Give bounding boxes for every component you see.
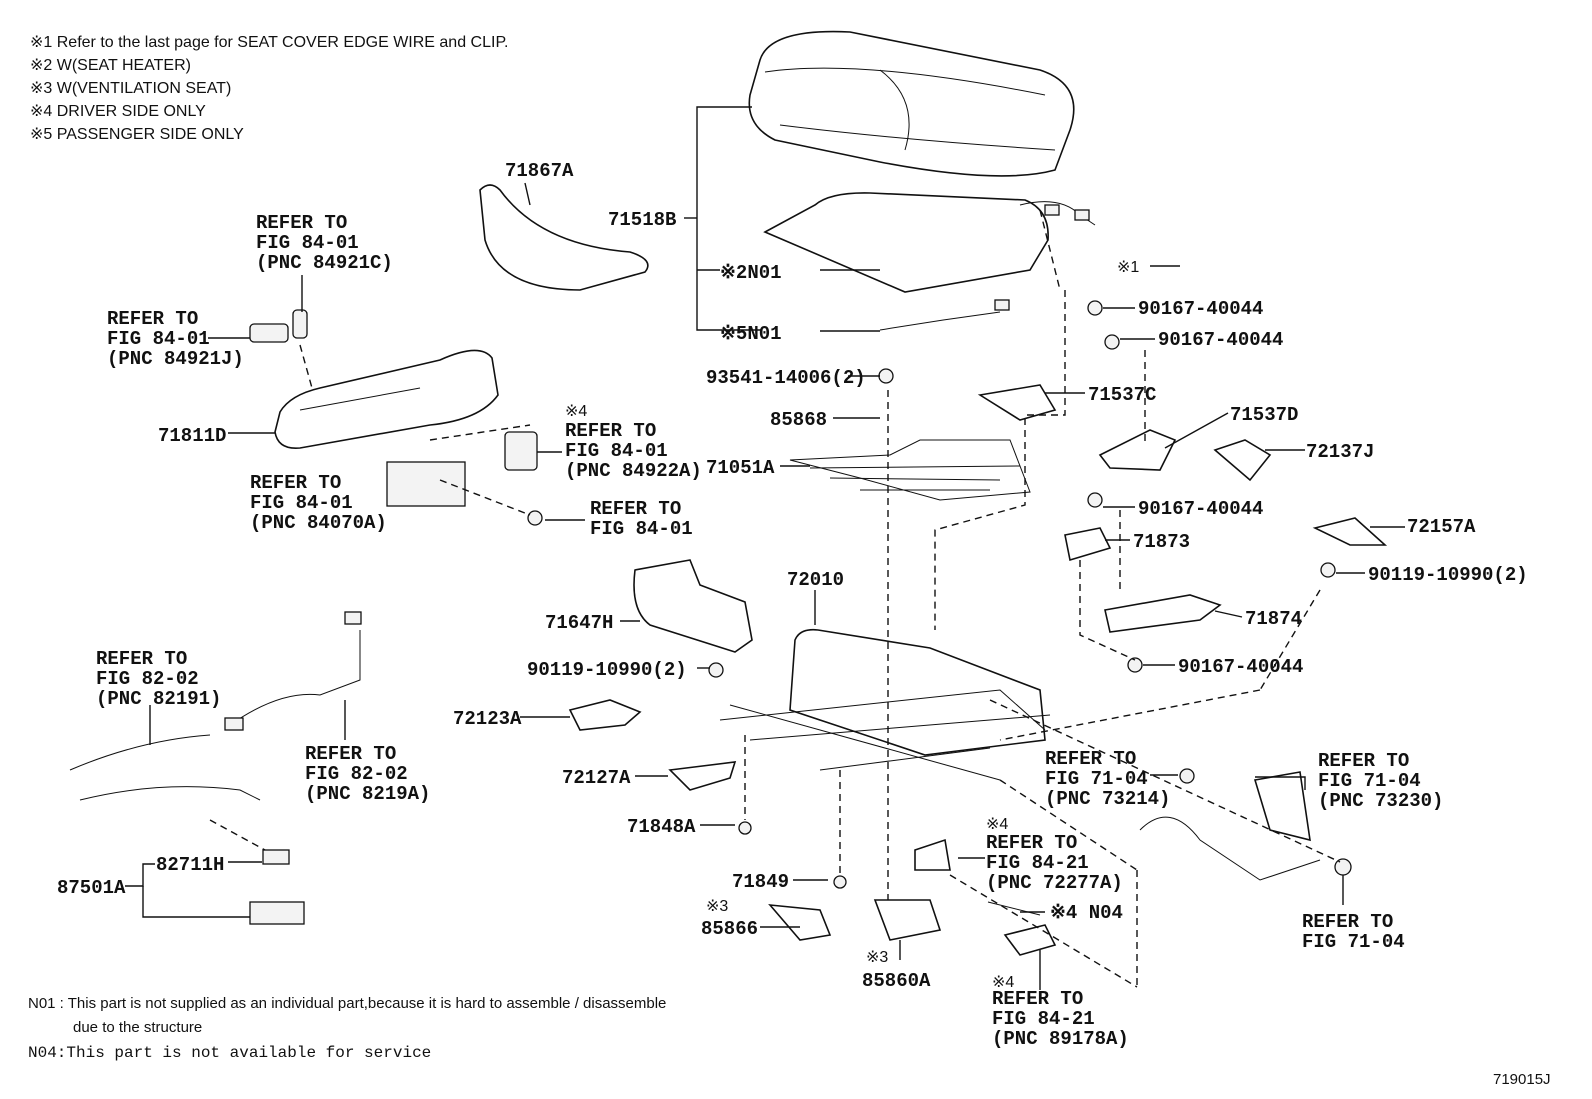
occupant-sensor-drawing [879, 299, 1010, 331]
seat-spring-drawing [789, 439, 1031, 501]
ref-84921J-line1: REFER TO [107, 308, 198, 330]
label-71874: 71874 [1245, 608, 1302, 630]
ref-72277A-line1: ※4 [986, 816, 1008, 833]
misc-parts-drawing [69, 300, 1388, 956]
footnotes: N01 : This part is not supplied as an in… [28, 995, 1551, 1088]
label-87501A: 87501A [57, 877, 126, 899]
label-90167-40044-c: 90167-40044 [1138, 498, 1263, 520]
ref-71-04-line1: REFER TO [1302, 911, 1393, 933]
label-71848A: 71848A [627, 816, 696, 838]
ref-82191-line2: FIG 82-02 [96, 668, 199, 690]
label-71811D: 71811D [158, 425, 226, 447]
label-90167-40044-a: 90167-40044 [1138, 298, 1263, 320]
ref-72277A-line2: REFER TO [986, 832, 1077, 854]
ref-71-04-line2: FIG 71-04 [1302, 931, 1405, 953]
ref-89178A-line2: REFER TO [992, 988, 1083, 1010]
label-71537D: 71537D [1230, 404, 1298, 426]
ref-72277A-line3: FIG 84-21 [986, 852, 1089, 874]
label-85860A-note: ※3 [866, 949, 888, 966]
seat-heater-drawing [763, 192, 1096, 293]
ref-73214-line3: (PNC 73214) [1045, 788, 1170, 810]
ref-84070A-line3: (PNC 84070A) [250, 512, 387, 534]
ref-84922A-line3: FIG 84-01 [565, 440, 668, 462]
label-71051A: 71051A [706, 457, 775, 479]
ref-82191-line1: REFER TO [96, 648, 187, 670]
seat-shield-71811D-drawing [249, 309, 543, 526]
ref-73214-line2: FIG 71-04 [1045, 768, 1148, 790]
ref-84070A-line1: REFER TO [250, 472, 341, 494]
note-3: ※3 W(VENTILATION SEAT) [30, 80, 231, 97]
label-5-N01: ※5N01 [720, 323, 782, 345]
ref-84922A-line1: ※4 [565, 403, 587, 420]
ref-84921J-line2: FIG 84-01 [107, 328, 210, 350]
ref-73230-line1: REFER TO [1318, 750, 1409, 772]
ref-8219A-line3: (PNC 8219A) [305, 783, 430, 805]
ref-84-01-line2: FIG 84-01 [590, 518, 693, 540]
label-1-clip: ※1 [1117, 259, 1139, 276]
ref-73230-line2: FIG 71-04 [1318, 770, 1421, 792]
note-5: ※5 PASSENGER SIDE ONLY [30, 126, 244, 143]
label-4-N04: ※4 N04 [1050, 902, 1123, 924]
label-85868: 85868 [770, 409, 827, 431]
note-1: ※1 Refer to the last page for SEAT COVER… [30, 34, 509, 51]
ref-89178A-line4: (PNC 89178A) [992, 1028, 1129, 1050]
ref-8219A-line2: FIG 82-02 [305, 763, 408, 785]
ref-8219A-line1: REFER TO [305, 743, 396, 765]
note-4: ※4 DRIVER SIDE ONLY [30, 103, 206, 120]
ref-82191-line3: (PNC 82191) [96, 688, 221, 710]
figure-id: 719015J [1493, 1071, 1551, 1088]
label-90167-40044-d: 90167-40044 [1178, 656, 1303, 678]
label-71867A: 71867A [505, 160, 574, 182]
label-71849: 71849 [732, 871, 789, 893]
ref-72277A-line4: (PNC 72277A) [986, 872, 1123, 894]
seat-pad-71647H-drawing [633, 559, 753, 653]
label-72127A: 72127A [562, 767, 631, 789]
label-85866-note: ※3 [706, 898, 728, 915]
ref-84921C-line3: (PNC 84921C) [256, 252, 393, 274]
footnote-n01-line2: due to the structure [73, 1019, 202, 1036]
label-2-N01: ※2N01 [720, 262, 782, 284]
label-71518B: 71518B [608, 209, 676, 231]
label-71873: 71873 [1133, 531, 1190, 553]
label-72157A: 72157A [1407, 516, 1476, 538]
label-71647H: 71647H [545, 612, 613, 634]
label-72123A: 72123A [453, 708, 522, 730]
ref-84070A-line2: FIG 84-01 [250, 492, 353, 514]
leader-lines [125, 106, 1405, 990]
label-85860A: 85860A [862, 970, 931, 992]
label-90119-10990-b: 90119-10990(2) [1368, 564, 1528, 586]
label-85866: 85866 [701, 918, 758, 940]
ref-89178A-line3: FIG 84-21 [992, 1008, 1095, 1030]
note-2: ※2 W(SEAT HEATER) [30, 57, 191, 74]
ref-73230-line3: (PNC 73230) [1318, 790, 1443, 812]
label-93541-14006: 93541-14006(2) [706, 367, 866, 389]
seat-cover-drawing [748, 30, 1075, 177]
ref-84922A-line4: (PNC 84922A) [565, 460, 702, 482]
label-72010: 72010 [787, 569, 844, 591]
seat-trim-71867A-drawing [479, 184, 649, 291]
footnote-n04: N04:This part is not available for servi… [28, 1044, 431, 1062]
part-labels: 71867A 71518B ※2N01 ※5N01 REFER TO FIG 8… [57, 160, 1528, 1050]
label-82711H: 82711H [156, 854, 224, 876]
label-90119-10990-a: 90119-10990(2) [527, 659, 687, 681]
seat-frame-drawing [719, 628, 1051, 781]
ref-89178A-line1: ※4 [992, 974, 1014, 991]
ref-84921C-line1: REFER TO [256, 212, 347, 234]
ref-84921J-line3: (PNC 84921J) [107, 348, 244, 370]
notes-block: ※1 Refer to the last page for SEAT COVER… [30, 34, 509, 143]
ref-73214-line1: REFER TO [1045, 748, 1136, 770]
label-71537C: 71537C [1088, 384, 1156, 406]
label-72137J: 72137J [1306, 441, 1374, 463]
ref-84-01-line1: REFER TO [590, 498, 681, 520]
ref-84921C-line2: FIG 84-01 [256, 232, 359, 254]
footnote-n01-line1: N01 : This part is not supplied as an in… [28, 995, 666, 1012]
ref-84922A-line2: REFER TO [565, 420, 656, 442]
label-90167-40044-b: 90167-40044 [1158, 329, 1283, 351]
